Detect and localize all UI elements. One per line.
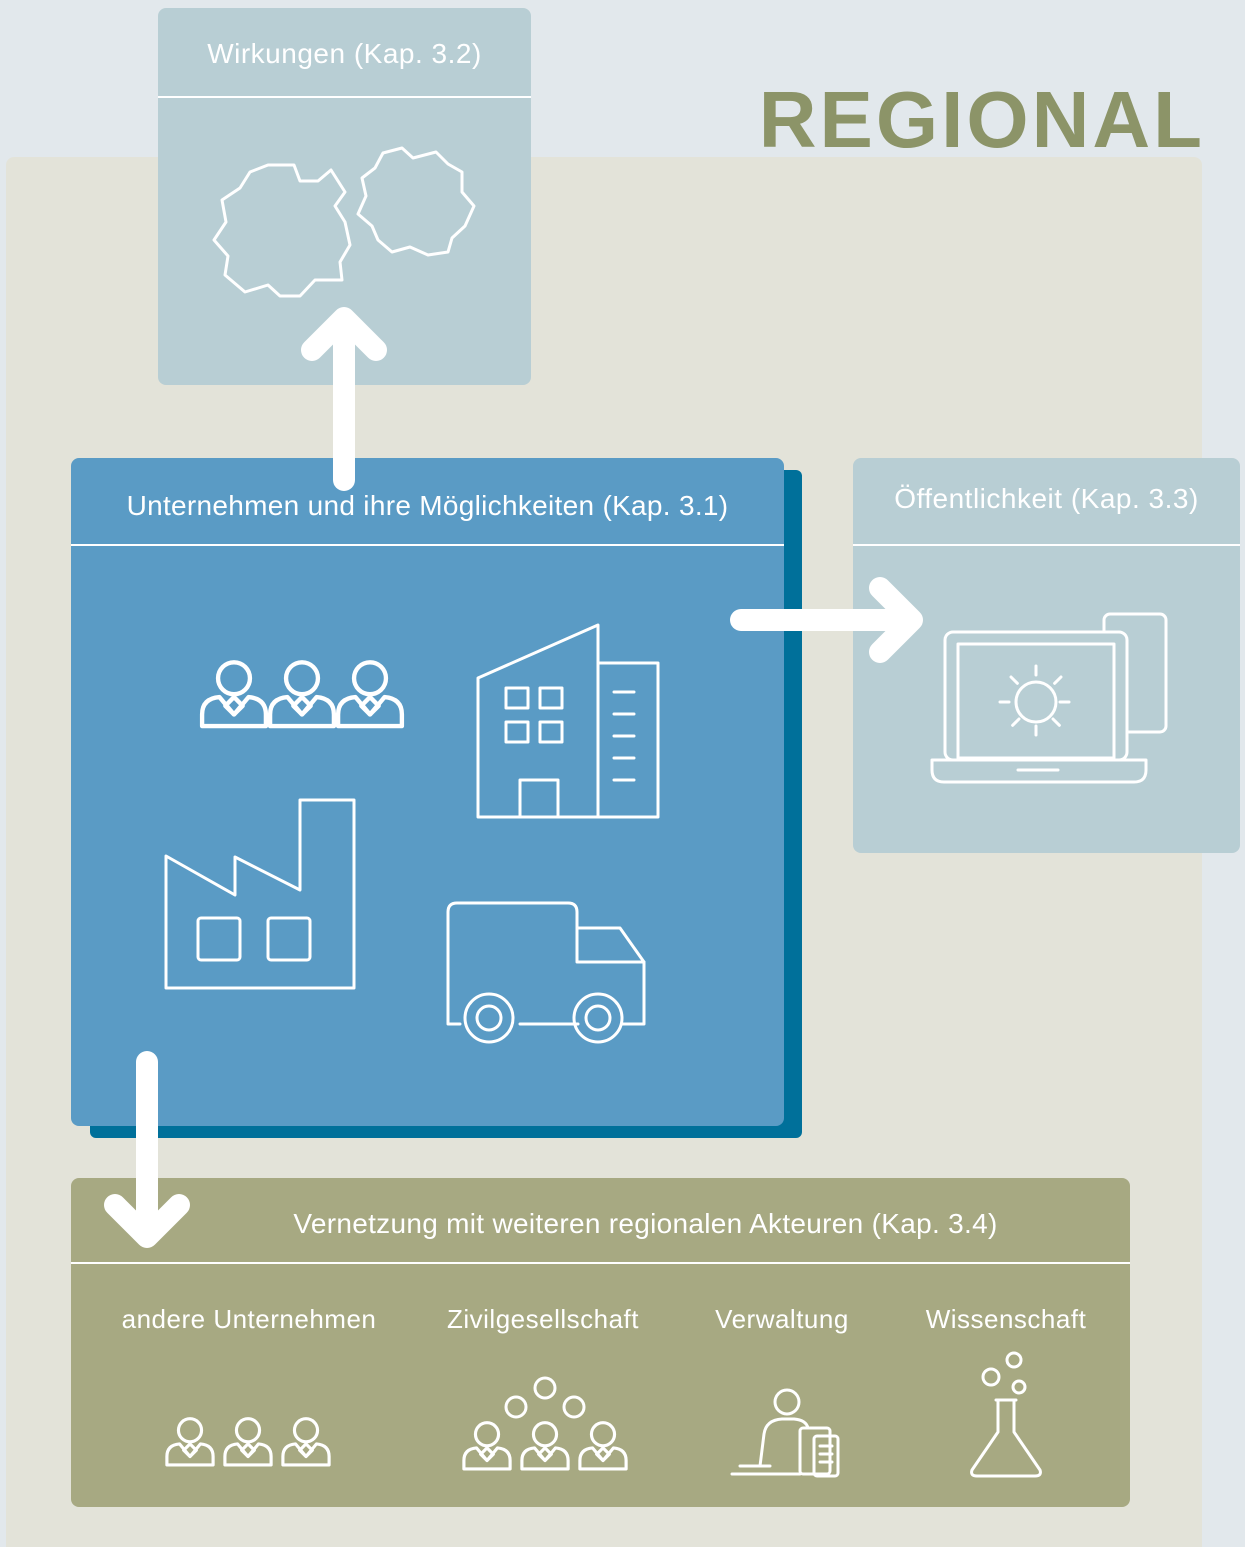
arrow-down-to-vernetzung: [104, 1051, 190, 1248]
actor-label-unternehmen: andere Unternehmen: [121, 1304, 377, 1334]
arrow-right-to-oeffentlichkeit: [730, 577, 923, 663]
box-unternehmen-title: Unternehmen und ihre Möglichkeiten (Kap.…: [126, 490, 729, 521]
region-title: REGIONAL: [758, 75, 1205, 164]
actor-label-zivilgesellschaft: Zivilgesellschaft: [446, 1304, 639, 1334]
actor-label-verwaltung: Verwaltung: [715, 1304, 849, 1334]
group-icon: [462, 1376, 628, 1471]
box-divider: [853, 544, 1240, 546]
actor-label-wissenschaft: Wissenschaft: [925, 1304, 1087, 1334]
building-icon: [476, 623, 660, 819]
sun-icon: [998, 664, 1074, 740]
factory-icon: [164, 798, 356, 990]
box-wirkungen-title: Wirkungen (Kap. 3.2): [207, 38, 482, 69]
laptop-icon: [930, 612, 1168, 784]
box-vernetzung: Vernetzung mit weiteren regionalen Akteu…: [71, 1178, 1130, 1507]
gear-icon: [356, 146, 476, 257]
box-unternehmen: Unternehmen und ihre Möglichkeiten (Kap.…: [71, 458, 784, 1126]
box-oeffentlichkeit-title: Öffentlichkeit (Kap. 3.3): [894, 483, 1199, 514]
box-divider: [71, 1262, 1130, 1264]
gear-icon: [212, 163, 352, 298]
three-people-icon: [165, 1417, 331, 1467]
clerk-icon: [730, 1388, 840, 1478]
flask-icon: [970, 1351, 1042, 1478]
arrow-up-to-wirkungen: [301, 307, 387, 491]
employees-icon: [202, 662, 402, 726]
truck-icon: [446, 901, 646, 1044]
box-vernetzung-title: Vernetzung mit weiteren regionalen Akteu…: [293, 1208, 998, 1239]
box-divider: [158, 96, 531, 98]
box-divider: [71, 544, 784, 546]
gears-icon: [212, 146, 476, 298]
